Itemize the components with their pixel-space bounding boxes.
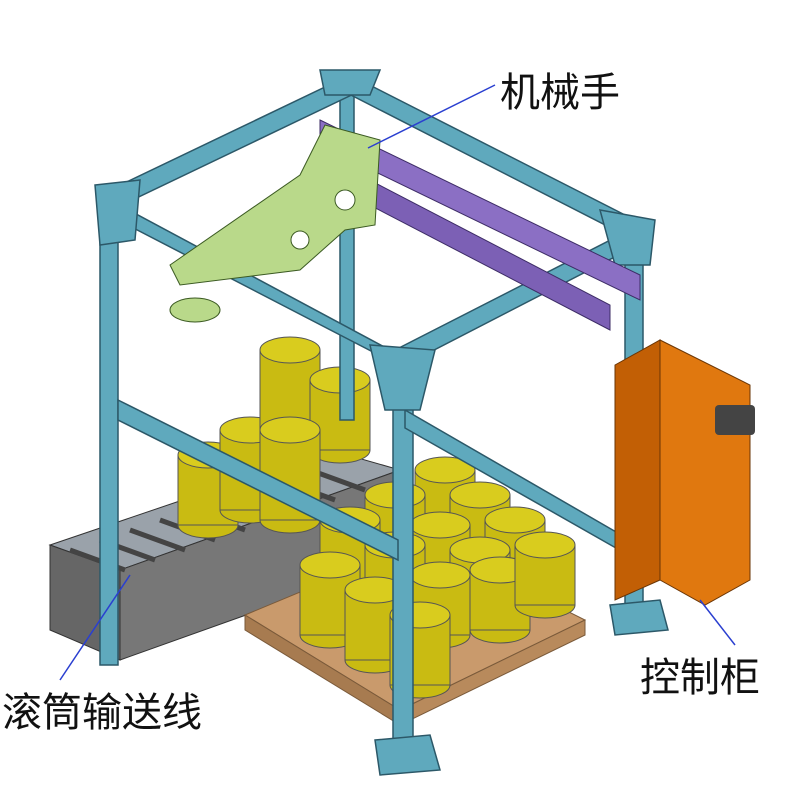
drum-stack xyxy=(177,336,576,699)
roller xyxy=(129,527,186,553)
leader-lines xyxy=(59,84,736,681)
drum xyxy=(514,531,576,619)
hmi-panel-icon xyxy=(715,405,755,435)
label-roller-conveyor: 滚筒输送线 xyxy=(2,690,202,736)
manipulator-arm xyxy=(169,124,381,323)
label-control-cabinet: 控制柜 xyxy=(640,655,760,701)
label-manipulator: 机械手 xyxy=(500,70,620,116)
gantry-frame xyxy=(94,69,669,776)
control-cabinet xyxy=(614,339,755,606)
